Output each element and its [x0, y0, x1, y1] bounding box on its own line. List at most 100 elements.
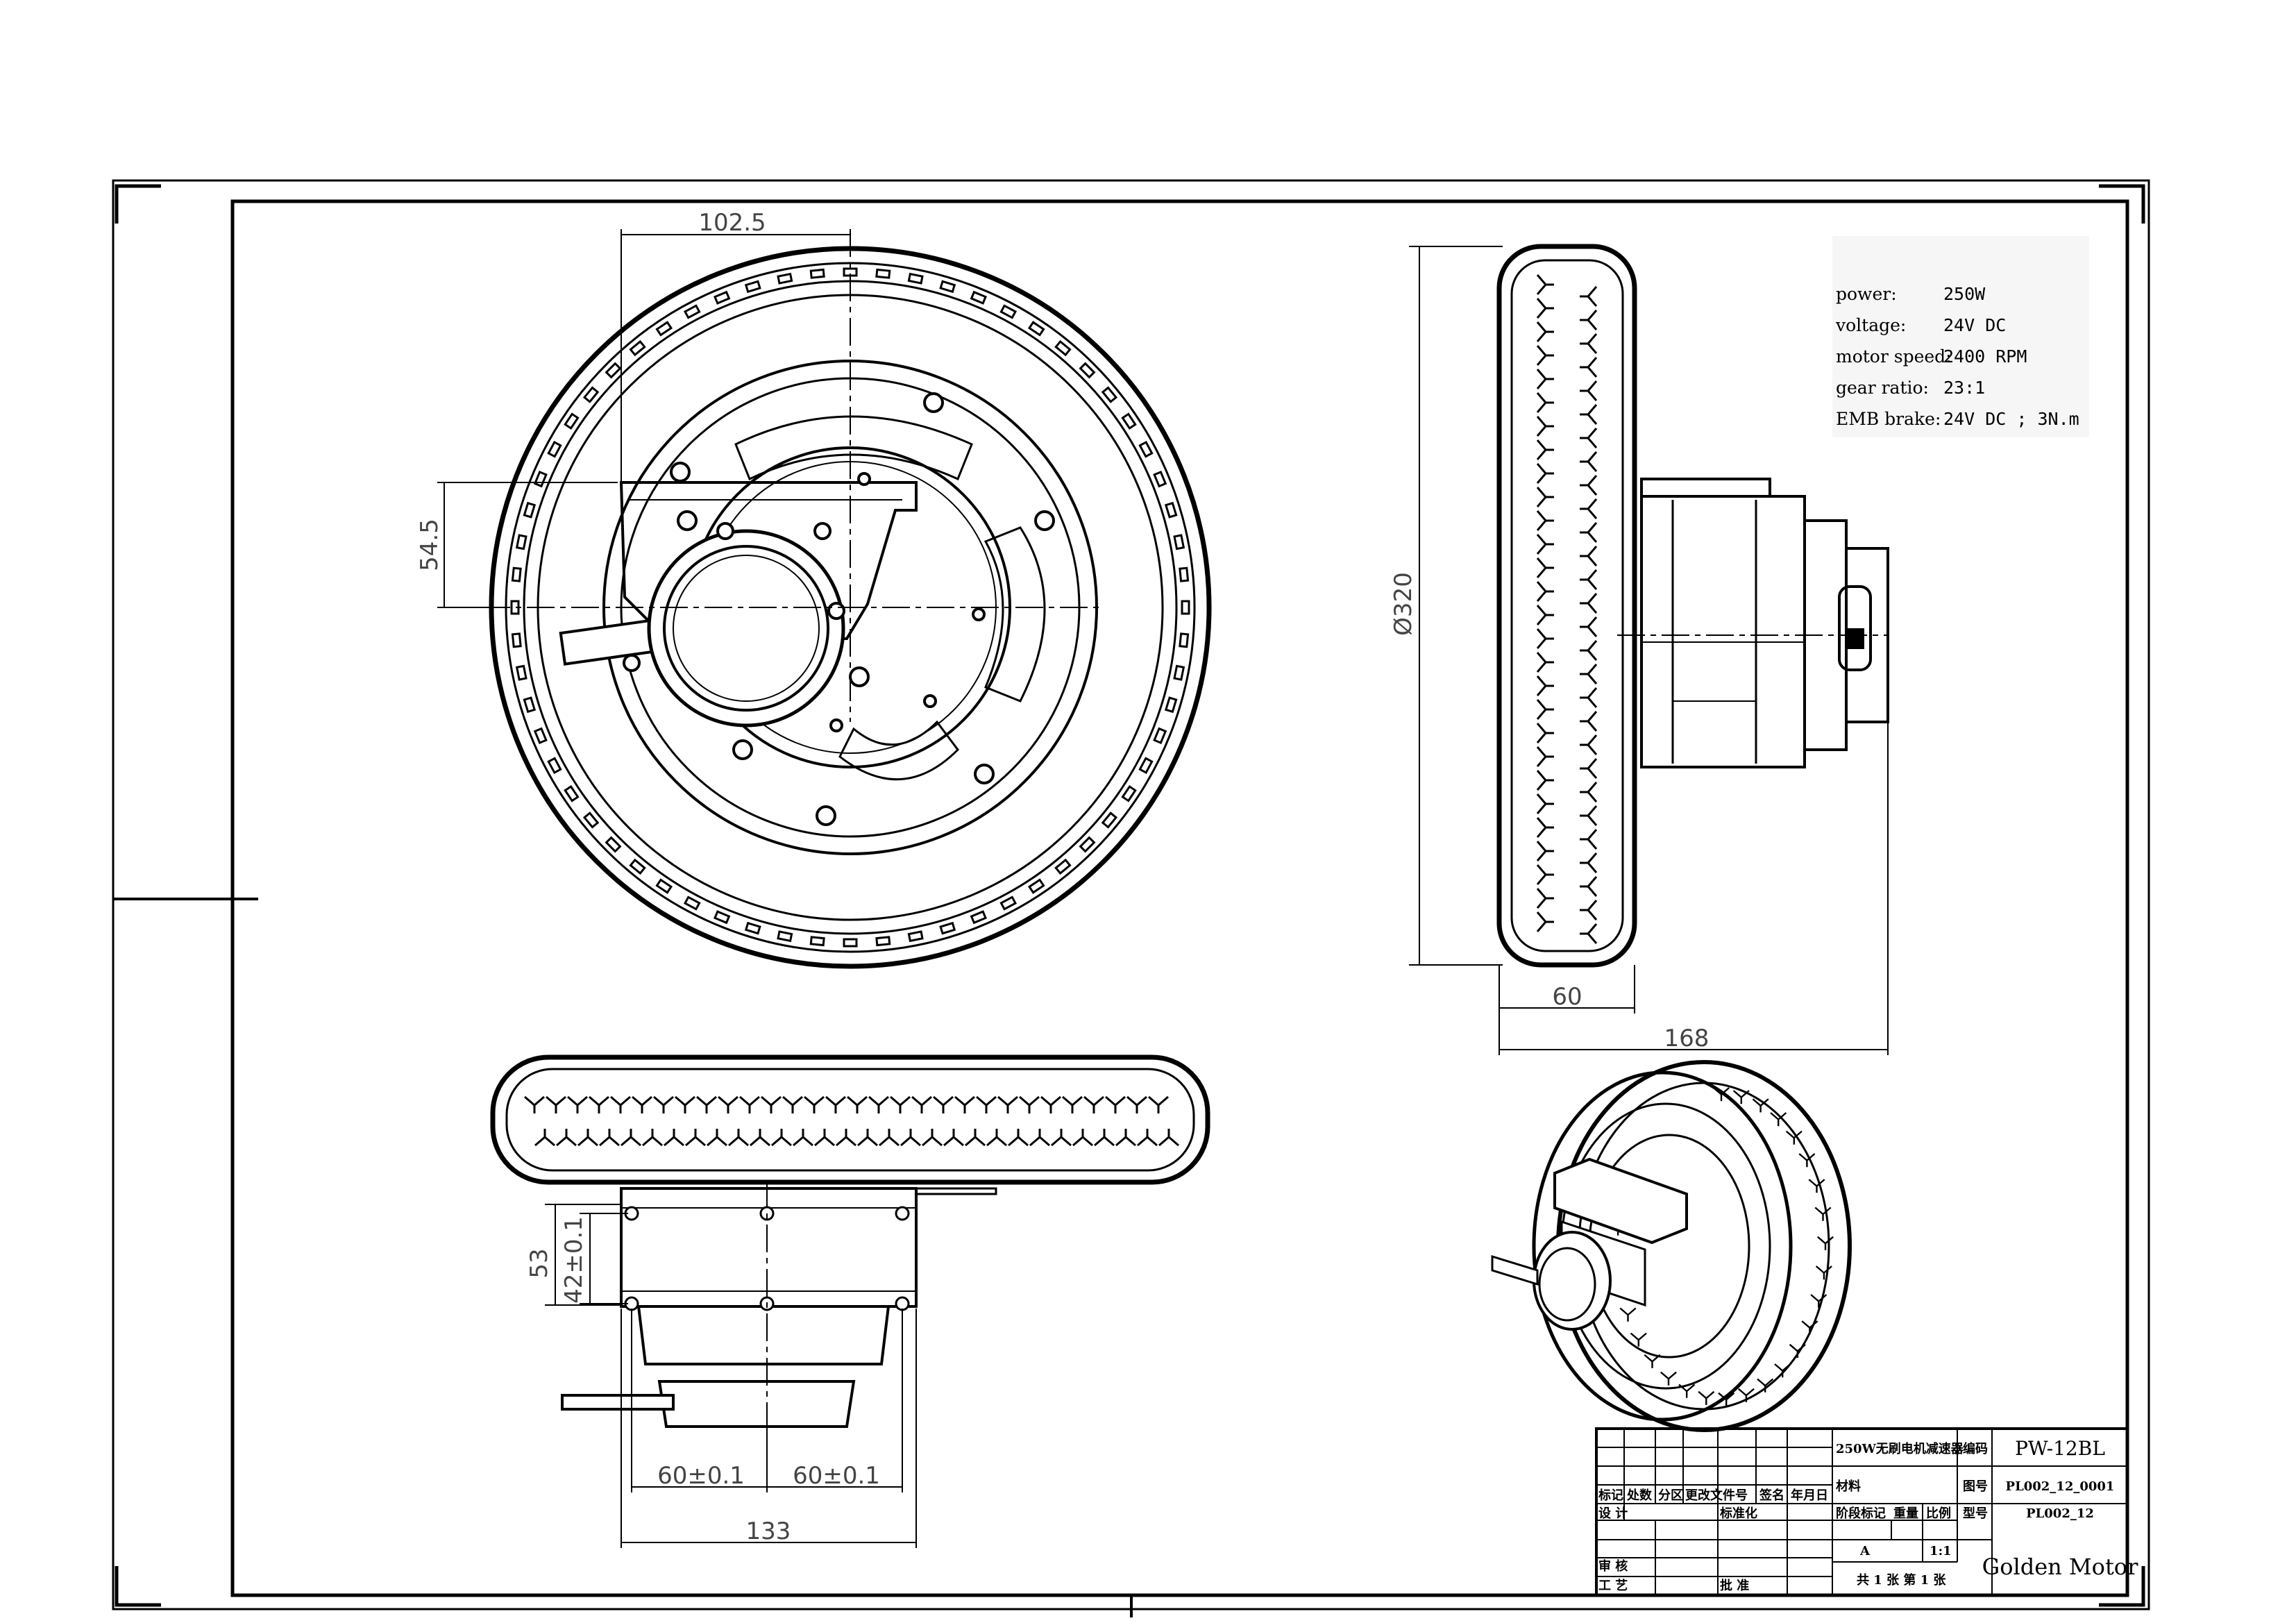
- tread-block: [868, 1095, 890, 1115]
- tread-block: [533, 471, 548, 488]
- tread-block: [1578, 616, 1598, 638]
- tb-process: 工 艺: [1598, 1578, 1628, 1593]
- tread-block: [1578, 852, 1598, 874]
- tread-block: [717, 1095, 739, 1115]
- tread-block: [1578, 474, 1598, 496]
- tread-block: [1578, 521, 1598, 544]
- tread-block: [1536, 722, 1555, 744]
- tread-block: [674, 1095, 696, 1115]
- tb-header-mark: 标记: [1598, 1488, 1623, 1503]
- tread-block: [1578, 451, 1598, 473]
- tread-block: [1536, 746, 1555, 768]
- tread-block: [534, 1127, 556, 1147]
- dim-side-diameter: Ø320: [1390, 572, 1417, 636]
- tread-block: [1138, 757, 1154, 775]
- tread-block: [515, 534, 527, 550]
- tread-block: [1536, 651, 1555, 673]
- tread-block: [856, 1127, 879, 1147]
- tread-block: [515, 664, 527, 681]
- dim-bottom-height-inner: 42±0.1: [560, 1216, 588, 1304]
- tread-block: [970, 290, 987, 305]
- tread-block: [663, 1127, 685, 1147]
- tb-code-label: 编码: [1963, 1441, 1988, 1456]
- tread-block: [1115, 1127, 1137, 1147]
- tread-block: [695, 1095, 718, 1115]
- tread-block: [683, 304, 701, 319]
- tread-block: [1578, 899, 1598, 921]
- front-dimensions: [437, 229, 851, 608]
- tb-model-value: PL002_12: [2026, 1506, 2094, 1521]
- tread-block: [1121, 784, 1137, 802]
- tread-block: [999, 304, 1018, 319]
- tread-block: [1536, 816, 1555, 839]
- tread-block: [577, 1127, 599, 1147]
- dim-bottom-spacing-left: 60±0.1: [657, 1462, 745, 1490]
- bottom-dimensions: [545, 1204, 917, 1548]
- tread-block: [1101, 812, 1118, 829]
- tread-block: [523, 1095, 546, 1115]
- tread-block: [1578, 309, 1598, 331]
- spec-value: 2400 RPM: [1943, 346, 2027, 367]
- tread-block: [932, 1095, 954, 1115]
- tread-block: [1536, 769, 1555, 791]
- tread-block: [1578, 356, 1598, 378]
- tread-block: [655, 878, 673, 894]
- tread-block: [1536, 368, 1555, 390]
- tread-block: [1578, 639, 1598, 662]
- dim-bottom-total-width: 133: [746, 1517, 791, 1545]
- tread-block: [1536, 793, 1555, 815]
- tread-block: [1536, 628, 1555, 650]
- tread-block: [997, 1095, 1019, 1115]
- tread-block: [1536, 840, 1555, 862]
- tread-block: [907, 272, 924, 285]
- tread-block: [1027, 878, 1045, 894]
- tread-block: [1578, 285, 1598, 308]
- side-view: [1496, 244, 1889, 968]
- tread-block: [1050, 1127, 1072, 1147]
- tread-block: [1578, 380, 1598, 402]
- tread-block: [683, 895, 701, 911]
- tread-block: [1816, 1236, 1834, 1252]
- tread-block: [1083, 1095, 1105, 1115]
- tb-standardize: 标准化: [1719, 1506, 1757, 1521]
- tb-company: Golden Motor: [1982, 1554, 2138, 1580]
- tread-block: [900, 1127, 922, 1147]
- tread-block: [629, 339, 646, 357]
- tread-block: [843, 938, 858, 948]
- tb-sheets: 共 1 张 第 1 张: [1857, 1572, 1946, 1588]
- dim-side-total-width: 168: [1664, 1025, 1710, 1052]
- bottom-view: [490, 1054, 1210, 1444]
- tread-block: [1578, 569, 1598, 591]
- tread-block: [1578, 403, 1598, 426]
- tread-block: [545, 1095, 567, 1115]
- tread-block: [1126, 1095, 1148, 1115]
- tread-block: [1054, 858, 1072, 875]
- tread-block: [1164, 696, 1178, 714]
- spec-value: 250W: [1943, 284, 1986, 304]
- tread-block: [1578, 545, 1598, 567]
- tread-block: [1158, 1127, 1180, 1147]
- tread-block: [1536, 864, 1555, 886]
- tread-block: [943, 1127, 965, 1147]
- tread-block: [582, 386, 600, 403]
- tread-block: [1578, 663, 1598, 685]
- tread-block: [813, 1127, 836, 1147]
- tread-block: [1153, 727, 1167, 744]
- tread-block: [1061, 1095, 1083, 1115]
- tread-block: [1138, 440, 1154, 458]
- tread-block: [1578, 592, 1598, 614]
- tread-block: [1164, 501, 1178, 519]
- spec-label: voltage:: [1835, 315, 1906, 335]
- tread-block: [803, 1095, 825, 1115]
- tread-block: [1578, 923, 1598, 945]
- tread-block: [1054, 339, 1072, 357]
- tread-block: [1104, 1095, 1126, 1115]
- tread-block: [598, 1127, 621, 1147]
- tread-block: [878, 1127, 900, 1147]
- tread-block: [1578, 427, 1598, 449]
- tread-block: [1578, 781, 1598, 803]
- tread-block: [1536, 439, 1555, 461]
- tread-block: [1578, 805, 1598, 827]
- tread-block: [792, 1127, 814, 1147]
- tread-block: [1121, 412, 1137, 430]
